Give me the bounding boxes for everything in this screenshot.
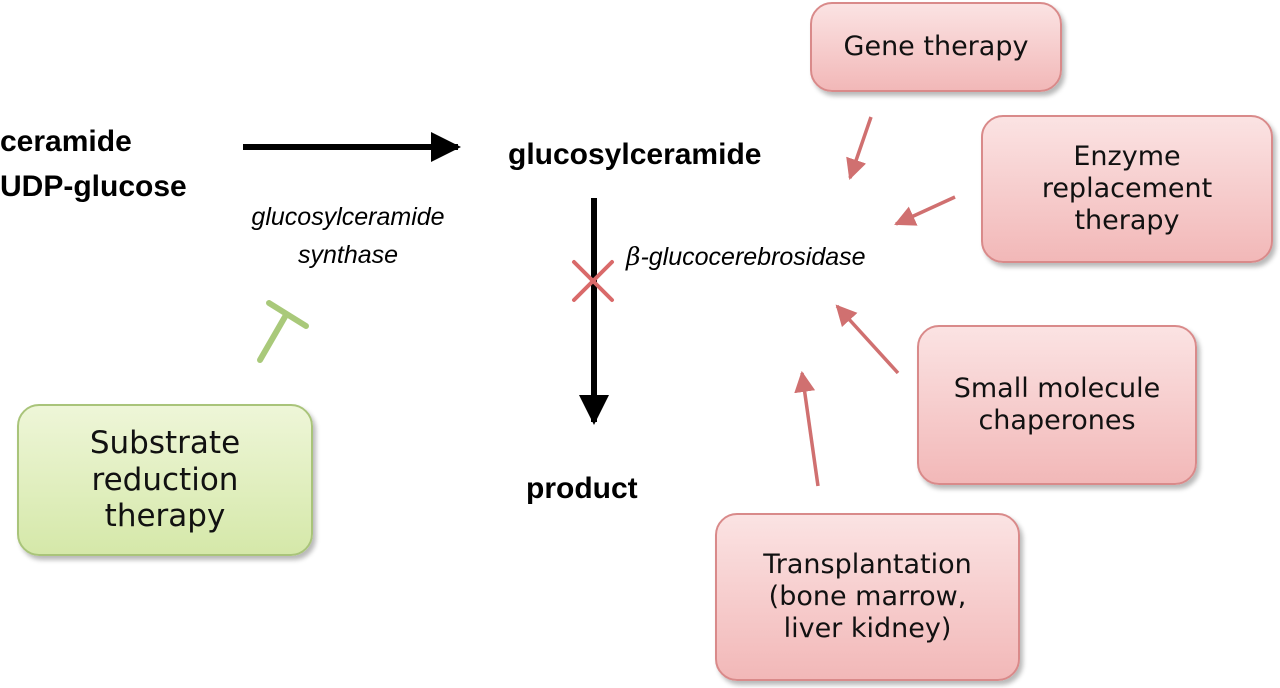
substrate-ceramide: ceramide bbox=[0, 125, 132, 158]
chaperones-therapy-box: Small molecule chaperones bbox=[917, 325, 1197, 485]
enzyme-synthase-line2: synthase bbox=[297, 241, 399, 269]
enzyme-synthase-label: glucosylceramide synthase bbox=[228, 198, 468, 274]
chaperones-line1: Small molecule bbox=[953, 373, 1161, 405]
inhibitor-bar bbox=[257, 300, 309, 363]
gene-therapy-text: Gene therapy bbox=[843, 31, 1029, 63]
intermediate-glucosylceramide: glucosylceramide bbox=[508, 138, 762, 171]
enzyme-name: -glucocerebrosidase bbox=[640, 243, 866, 271]
substrate-udp-glucose: UDP-glucose bbox=[0, 170, 187, 203]
chaperones-arrow bbox=[835, 304, 900, 375]
substrate-reduction-line2: reduction bbox=[91, 461, 239, 498]
enzyme-replacement-arrow bbox=[894, 195, 956, 226]
enzyme-replacement-line2: replacement bbox=[1041, 173, 1213, 205]
substrate-reduction-line1: Substrate bbox=[89, 425, 241, 462]
enzyme-synthase-line1: glucosylceramide bbox=[251, 203, 445, 231]
chaperones-line2: chaperones bbox=[978, 405, 1136, 436]
beta-symbol: β bbox=[626, 242, 641, 271]
gene-therapy-arrow bbox=[846, 116, 873, 180]
enzyme-replacement-line1: Enzyme bbox=[1073, 141, 1181, 173]
blocked-step-mark bbox=[572, 260, 614, 302]
product-label: product bbox=[526, 472, 638, 505]
gene-therapy-box: Gene therapy bbox=[810, 2, 1062, 92]
enzyme-replacement-line3: therapy bbox=[1074, 204, 1180, 236]
transplantation-line1: Transplantation bbox=[763, 549, 972, 581]
transplantation-line3: liver kidney) bbox=[783, 612, 952, 644]
transplantation-arrow bbox=[794, 370, 820, 487]
enzyme-glucocerebrosidase-label: β-glucocerebrosidase bbox=[626, 242, 866, 272]
transplantation-line2: (bone marrow, bbox=[768, 581, 967, 613]
substrate-reduction-therapy-box: Substrate reduction therapy bbox=[17, 404, 313, 556]
transplantation-therapy-box: Transplantation (bone marrow, liver kidn… bbox=[715, 513, 1020, 681]
substrate-reduction-line3: therapy bbox=[104, 498, 226, 535]
enzyme-replacement-therapy-box: Enzyme replacement therapy bbox=[981, 115, 1273, 263]
